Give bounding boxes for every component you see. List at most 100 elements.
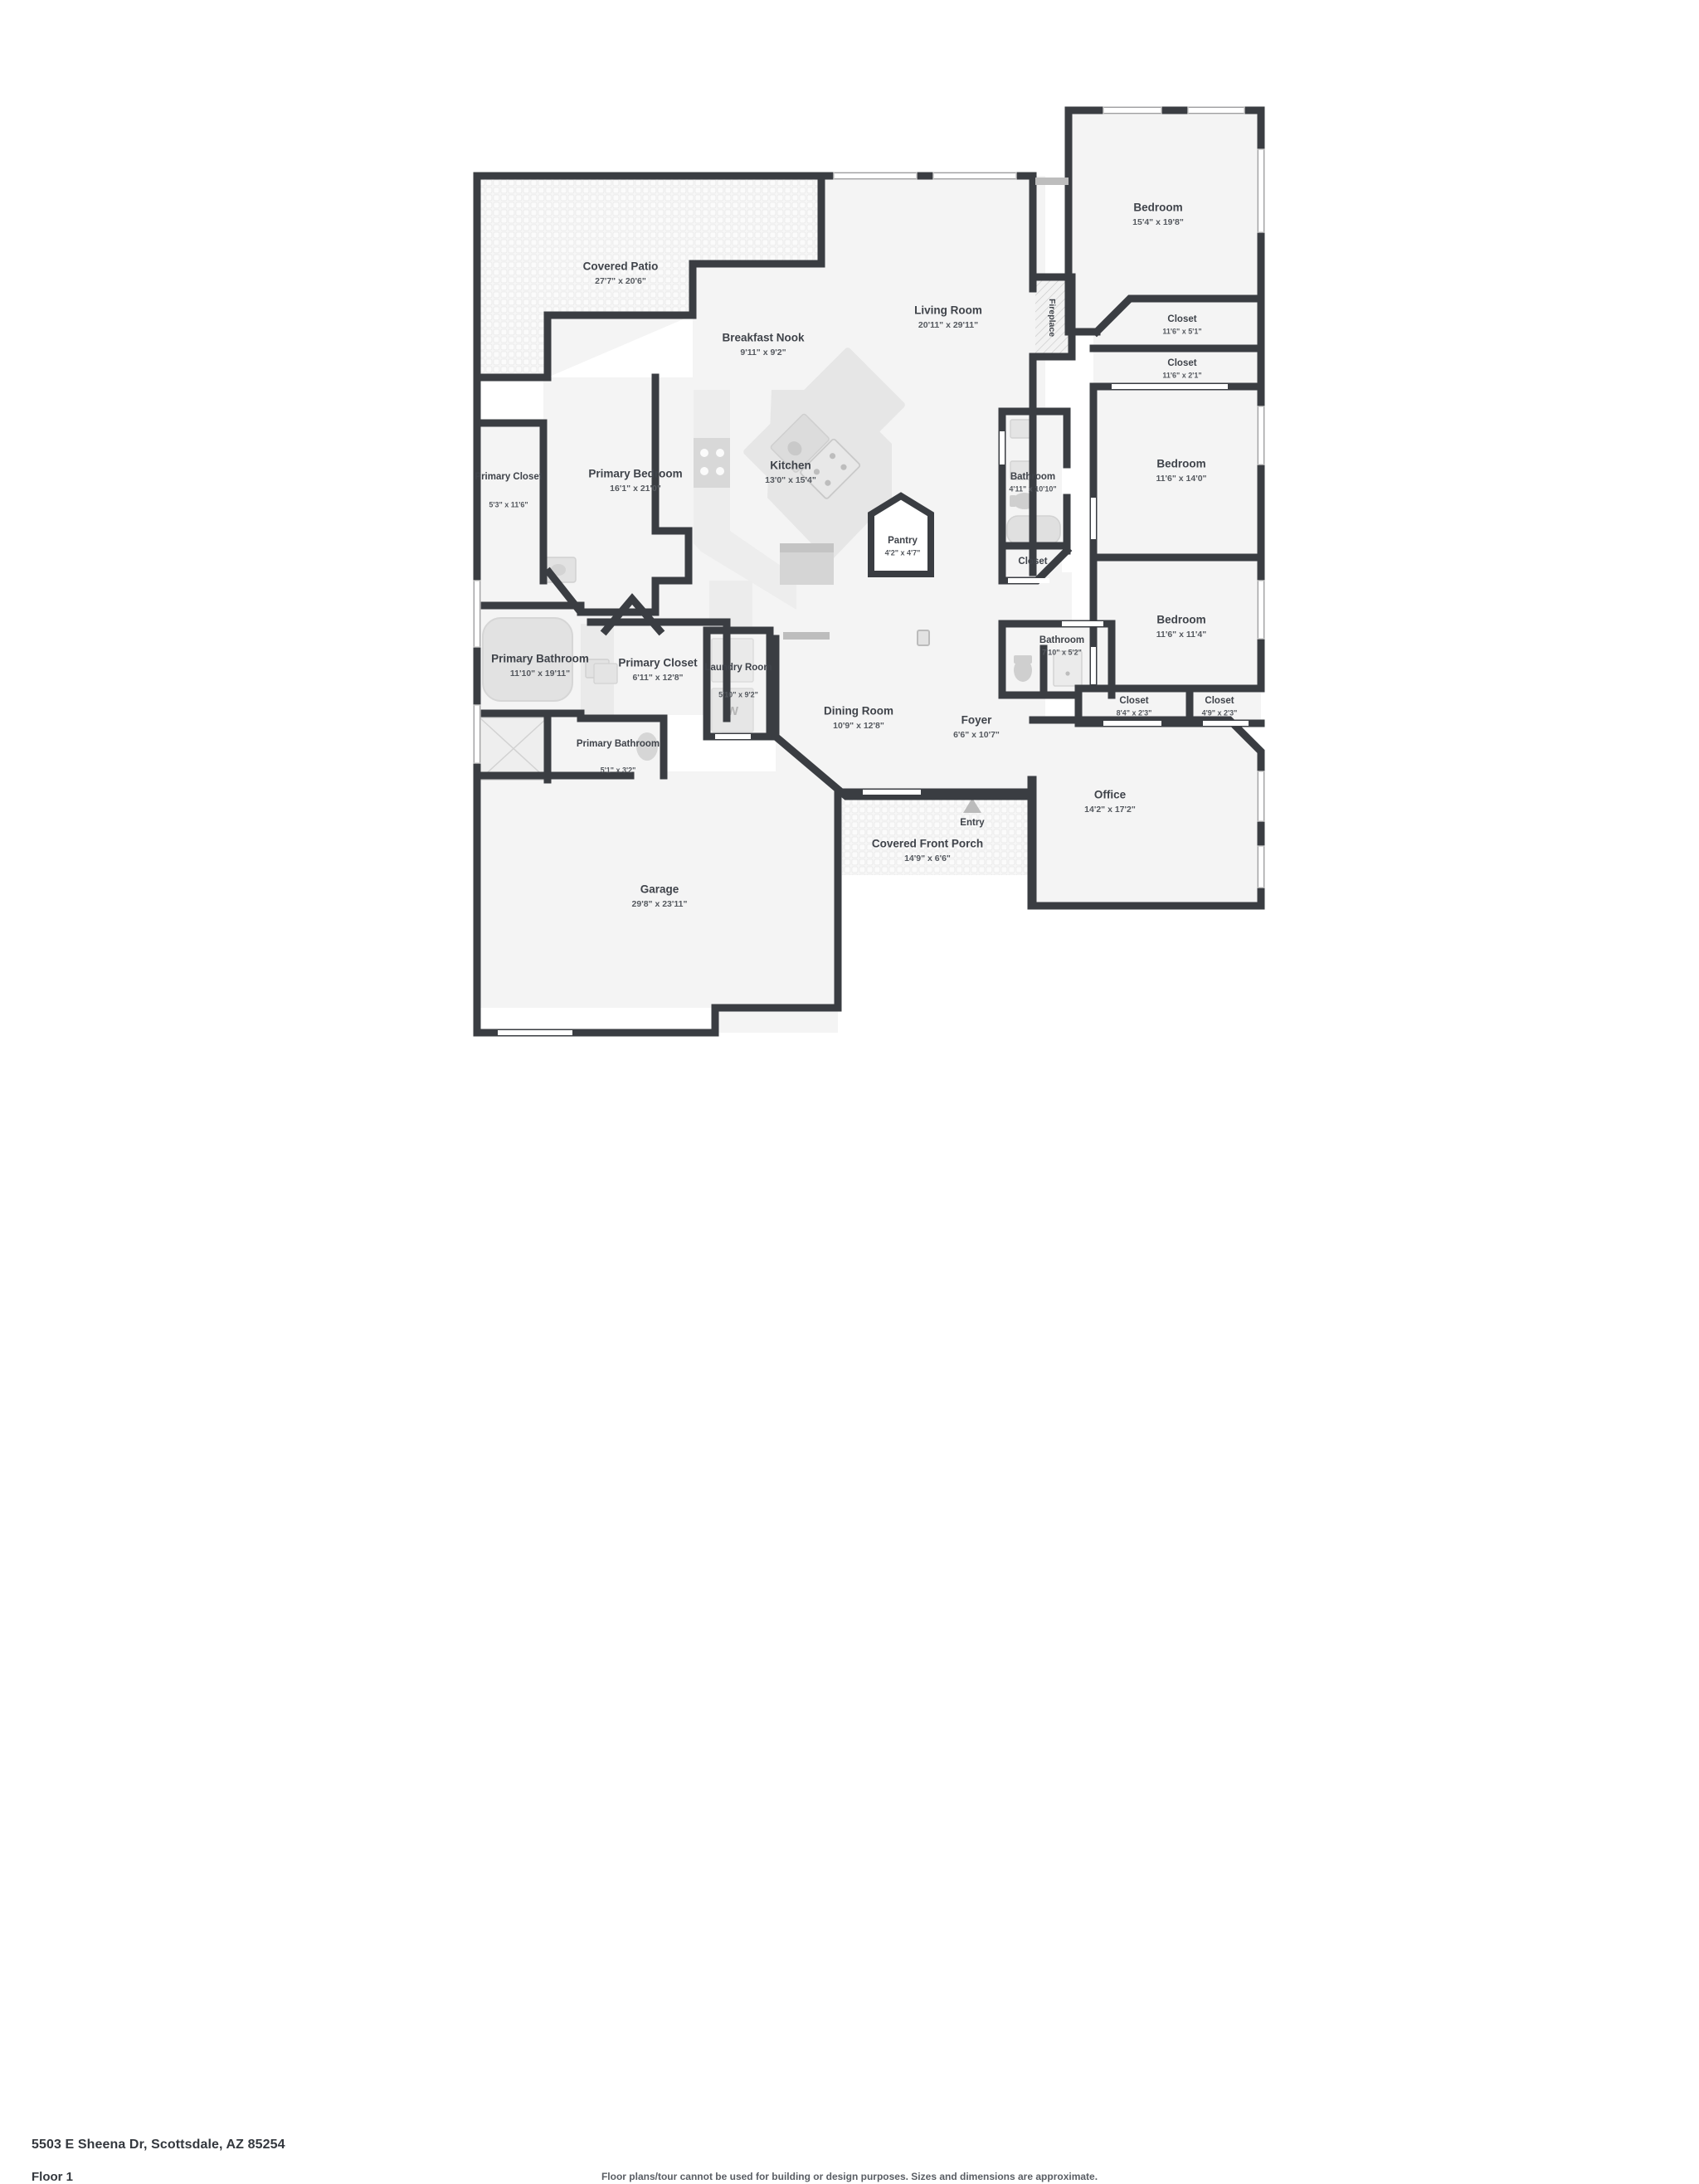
dryer-icon bbox=[711, 638, 754, 683]
wall-primary-bath2 bbox=[577, 714, 668, 780]
label-primary-bedroom: Primary Bedroom bbox=[588, 468, 682, 480]
sill-living-top-a bbox=[833, 172, 918, 180]
sill-living-top-b bbox=[932, 172, 1017, 180]
dim-breakfast-nook: 9'11" x 9'2" bbox=[740, 348, 786, 358]
sill-office-a bbox=[1257, 771, 1265, 822]
wall-closet1-diag bbox=[1091, 294, 1265, 338]
sill-bed2-right bbox=[1257, 406, 1265, 465]
label-primary-bathroom-1: Primary Bathroom bbox=[491, 653, 589, 665]
label-covered-front-porch: Covered Front Porch bbox=[872, 838, 983, 850]
label-office: Office bbox=[1094, 789, 1127, 801]
dim-dining-room: 10'9" x 12'8" bbox=[833, 721, 884, 731]
dim-primary-closet-2: 6'11" x 12'8" bbox=[632, 673, 683, 683]
dim-laundry-room: 5'10" x 9'2" bbox=[718, 690, 758, 698]
entry-arrow-icon bbox=[963, 798, 981, 813]
toilet-icon-primary-bath2 bbox=[636, 732, 658, 761]
sill-bed3-right bbox=[1257, 580, 1265, 640]
kitchen-range-icon bbox=[694, 438, 730, 488]
label-bedroom-1: Bedroom bbox=[1133, 202, 1182, 214]
dim-primary-bathroom-2: 5'1" x 3'2" bbox=[601, 766, 636, 774]
kitchen-cooktop-icon bbox=[800, 438, 861, 499]
floor-bedroom-2 bbox=[1093, 390, 1261, 556]
floor-pantry bbox=[871, 498, 929, 572]
dim-bathroom-2: 7'10" x 5'2" bbox=[1042, 648, 1082, 656]
dim-closet-4: 8'4" x 2'3" bbox=[1117, 708, 1152, 717]
dim-closet-2: 11'6" x 2'1" bbox=[1162, 371, 1201, 379]
label-primary-bathroom-2: Primary Bathroom bbox=[577, 739, 660, 749]
sill-primary-left bbox=[473, 580, 481, 648]
dim-office: 14'2" x 17'2" bbox=[1084, 805, 1136, 815]
openings bbox=[473, 106, 1265, 1035]
dim-covered-front-porch: 14'9" x 6'6" bbox=[904, 854, 951, 863]
fireplace-hatch bbox=[1035, 280, 1069, 353]
floor-bedroom-1 bbox=[1069, 110, 1261, 332]
footer: 5503 E Sheena Dr, Scottsdale, AZ 85254 F… bbox=[0, 1062, 1699, 2184]
floor-bedroom-3 bbox=[1093, 561, 1261, 687]
dim-primary-bedroom: 16'1" x 21'0" bbox=[610, 484, 661, 494]
label-bathroom-1: Bathroom bbox=[1010, 472, 1055, 482]
wall-left-outer bbox=[473, 419, 548, 585]
dim-primary-bathroom-1: 11'10" x 19'11" bbox=[510, 669, 570, 679]
dim-kitchen: 13'0" x 15'4" bbox=[765, 475, 816, 485]
wall-bath2-left bbox=[998, 620, 1083, 699]
wall-laundry bbox=[703, 626, 780, 741]
label-breakfast-nook: Breakfast Nook bbox=[722, 332, 805, 344]
wall-patio-right bbox=[691, 172, 825, 268]
floor-covered-patio bbox=[477, 176, 821, 377]
wall-primary-closet2 bbox=[587, 618, 731, 722]
label-bathroom-2: Bathroom bbox=[1039, 635, 1084, 645]
washer-icon bbox=[711, 688, 754, 732]
dim-primary-closet-1: 5'3" x 11'6" bbox=[489, 500, 528, 508]
kitchen-sink-icon bbox=[770, 413, 830, 473]
sill-bed1-right bbox=[1257, 148, 1265, 233]
dim-bathroom-1: 4'11" x 10'10" bbox=[1009, 484, 1056, 493]
floor-garage bbox=[477, 771, 838, 1033]
column-marker-1 bbox=[917, 630, 930, 646]
dim-covered-patio: 27'7" x 20'6" bbox=[595, 276, 646, 286]
label-bedroom-3: Bedroom bbox=[1156, 614, 1205, 626]
floor-front-porch bbox=[842, 792, 1031, 875]
dim-bedroom-1: 15'4" x 19'8" bbox=[1132, 217, 1184, 227]
floor-closet-4 bbox=[1078, 693, 1186, 721]
dim-closet-1: 11'6" x 5'1" bbox=[1162, 327, 1201, 335]
label-living-room: Living Room bbox=[914, 304, 982, 317]
label-pantry: Pantry bbox=[888, 536, 918, 546]
floor-closet-5 bbox=[1191, 693, 1261, 721]
label-bedroom-2: Bedroom bbox=[1156, 458, 1205, 470]
sill-office-b bbox=[1257, 845, 1265, 888]
wall-bath2 bbox=[998, 620, 1116, 699]
toilet-icon-b2 bbox=[1014, 655, 1032, 682]
label-laundry-room: Laundry Room bbox=[704, 663, 772, 673]
sink-icon-b1-a bbox=[1010, 419, 1033, 439]
label-primary-closet-1: Primary Closet bbox=[475, 472, 542, 482]
label-closet-2: Closet bbox=[1167, 358, 1196, 368]
floor-office bbox=[1033, 720, 1261, 904]
label-foyer: Foyer bbox=[961, 714, 993, 727]
floor-closet-1 bbox=[1093, 297, 1261, 347]
label-entry: Entry bbox=[960, 818, 985, 828]
property-address: 5503 E Sheena Dr, Scottsdale, AZ 85254 bbox=[32, 2138, 285, 2152]
label-fireplace: Fireplace bbox=[1047, 299, 1057, 337]
label-closet-3: Closet bbox=[1018, 557, 1047, 567]
dim-closet-5: 4'9" x 2'3" bbox=[1202, 708, 1238, 717]
dim-living-room: 20'11" x 29'11" bbox=[918, 320, 978, 330]
wall-dining bbox=[770, 731, 1035, 800]
dim-foyer: 6'6" x 10'7" bbox=[953, 730, 1000, 740]
dim-bedroom-3: 11'6" x 11'4" bbox=[1156, 630, 1207, 640]
label-closet-1: Closet bbox=[1167, 314, 1196, 324]
disclaimer-text: Floor plans/tour cannot be used for buil… bbox=[601, 2171, 1098, 2182]
label-closet-5: Closet bbox=[1205, 696, 1234, 706]
label-closet-4: Closet bbox=[1119, 696, 1148, 706]
sill-bed1-b bbox=[1187, 106, 1245, 114]
wall-patio-step bbox=[543, 260, 697, 382]
room-labels: Covered Patio 27'7" x 20'6" Breakfast No… bbox=[475, 202, 1237, 909]
label-garage: Garage bbox=[640, 883, 679, 896]
label-kitchen: Kitchen bbox=[770, 460, 811, 472]
fixtures: W bbox=[479, 280, 1083, 813]
bathtub-icon-primary bbox=[482, 617, 573, 702]
sill-primary-left2 bbox=[473, 704, 481, 764]
dim-bedroom-2: 11'6" x 14'0" bbox=[1156, 474, 1206, 484]
floor-closet-2 bbox=[1093, 352, 1261, 385]
sink-icon-primary-bath2 bbox=[593, 663, 618, 684]
sill-bed1-a bbox=[1103, 106, 1162, 114]
